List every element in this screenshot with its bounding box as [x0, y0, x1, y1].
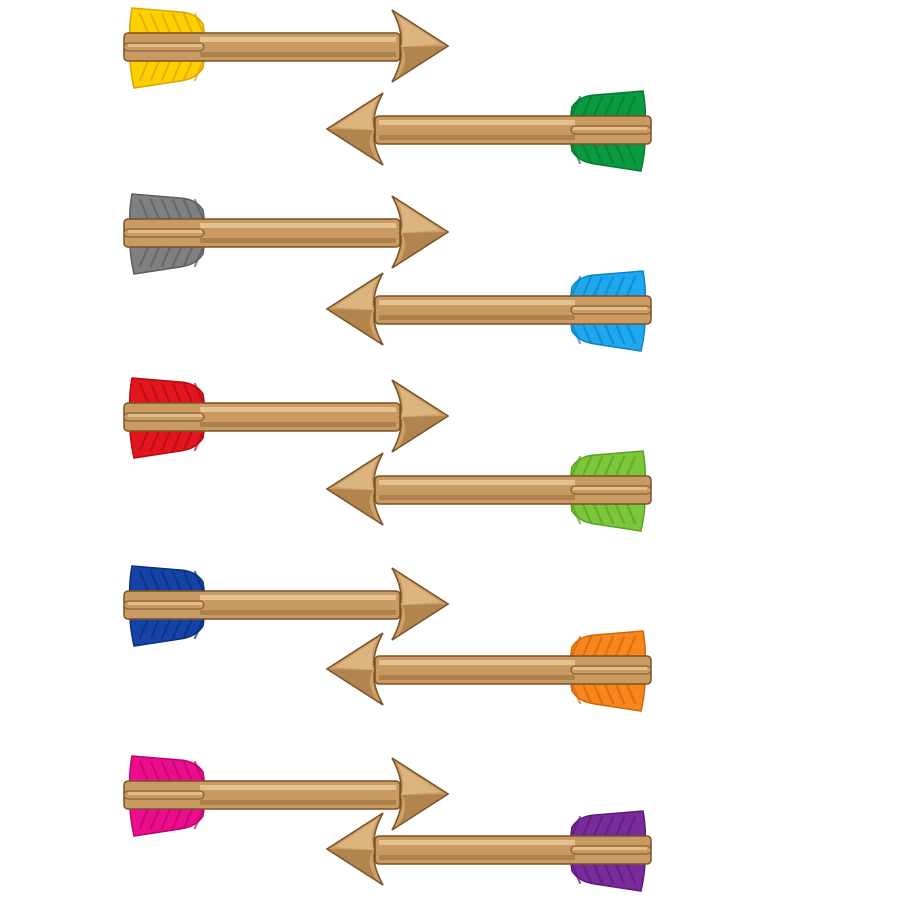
- arrow-orange: [325, 630, 652, 712]
- shaft-orange: [374, 655, 652, 685]
- shaft-navy: [123, 590, 401, 620]
- arrowhead-gray: [391, 195, 450, 269]
- arrow-green: [325, 90, 652, 172]
- arrowhead-lime: [325, 452, 384, 526]
- shaft-yellow: [123, 32, 401, 62]
- shaft-green: [374, 115, 652, 145]
- arrow-navy: [123, 565, 450, 647]
- arrow-yellow: [123, 7, 450, 89]
- shaft-red: [123, 402, 401, 432]
- arrowhead-navy: [391, 567, 450, 641]
- arrowhead-orange: [325, 632, 384, 706]
- shaft-magenta: [123, 780, 401, 810]
- arrow-blue: [325, 270, 652, 352]
- arrowhead-magenta: [391, 757, 450, 831]
- shaft-lime: [374, 475, 652, 505]
- arrow-red: [123, 377, 450, 459]
- arrow-gray: [123, 193, 450, 275]
- arrowhead-red: [391, 379, 450, 453]
- arrowhead-green: [325, 92, 384, 166]
- arrow-lime: [325, 450, 652, 532]
- shaft-purple: [374, 835, 652, 865]
- arrowhead-blue: [325, 272, 384, 346]
- arrow-magenta: [123, 755, 450, 837]
- arrowhead-purple: [325, 812, 384, 886]
- shaft-blue: [374, 295, 652, 325]
- shaft-gray: [123, 218, 401, 248]
- arrow-purple: [325, 810, 652, 892]
- arrowhead-yellow: [391, 9, 450, 83]
